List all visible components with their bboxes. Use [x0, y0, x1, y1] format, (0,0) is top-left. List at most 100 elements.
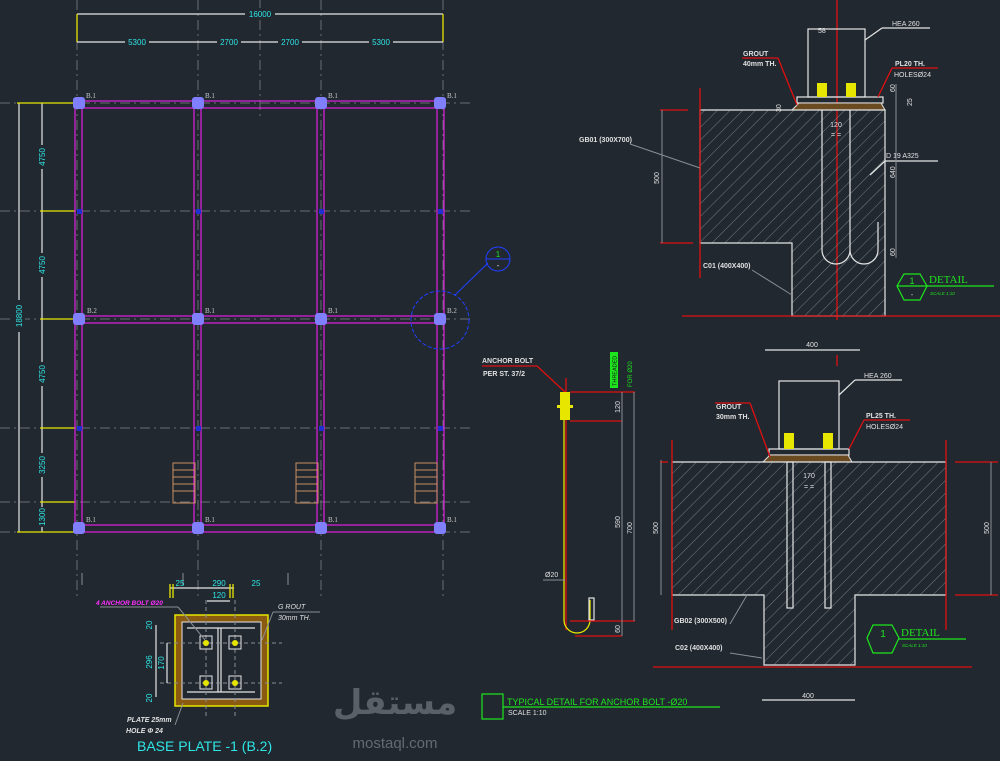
- bolt-diameter: Ø20: [545, 572, 558, 579]
- dim-20: 20: [145, 620, 154, 629]
- columns: [73, 97, 446, 534]
- dim-590: 590: [615, 516, 622, 528]
- dim-640: 640: [890, 166, 897, 178]
- top-dimensions: 16000 5300 2700 2700 5300: [76, 8, 444, 48]
- dim-58: 58: [818, 28, 826, 35]
- equal-marks: = =: [804, 484, 814, 491]
- dim-296: 296: [145, 655, 154, 669]
- dim-total-width: 16000: [249, 10, 272, 19]
- detail-1-bottom: HEA 260 170 = = 500 500 GROUT 30mm TH. P…: [653, 355, 998, 701]
- anchor-bolt-label: ANCHOR BOLT: [482, 358, 534, 365]
- dim-20: 20: [145, 693, 154, 702]
- left-dimensions: 18800 4750 4750 4750 3250 1300: [13, 102, 75, 533]
- dim-700: 700: [627, 522, 634, 534]
- detail-number: 1: [909, 276, 914, 286]
- grout-thickness: 40mm TH.: [743, 61, 777, 68]
- detail-callout[interactable]: 1 -: [410, 246, 511, 350]
- plate-holes: HOLESØ24: [866, 424, 903, 431]
- grout-thickness: 30mm TH.: [278, 615, 311, 622]
- column-labels: B.1 B.1 B.1 B.1 B.2 B.1 B.1 B.2 B.1 B.1 …: [86, 92, 457, 524]
- column-label: B.2: [447, 307, 457, 315]
- typical-detail-title: TYPICAL DETAIL FOR ANCHOR BOLT -Ø20 SCAL…: [481, 693, 720, 720]
- dim-60: 60: [890, 248, 897, 256]
- dim-span: 2700: [281, 38, 299, 47]
- grout-label: GROUT: [716, 404, 742, 411]
- dim-span: 2700: [220, 38, 238, 47]
- column-section-label: HEA 260: [864, 373, 892, 380]
- pedestal-label: GB01 (300X700): [579, 137, 632, 144]
- dim-500: 500: [984, 522, 991, 534]
- detail-sheet: -: [911, 292, 914, 299]
- plate-holes: HOLE Φ 24: [126, 728, 163, 735]
- dim-60: 60: [890, 84, 897, 92]
- dim-170: 170: [803, 473, 815, 480]
- column-label: B.1: [328, 92, 338, 100]
- stairs: [172, 462, 438, 504]
- detail-1-top: HEA 260 58 500 120 = = GROUT 40mm TH. PL…: [579, 0, 1000, 351]
- column-below-label: C01 (400X400): [703, 263, 750, 270]
- dim-span: 4750: [38, 148, 47, 166]
- dim-170: 170: [157, 656, 166, 670]
- floor-plan: 16000 5300 2700 2700 5300 18800 4750 475…: [0, 0, 511, 600]
- pedestal-label: GB02 (300X500): [674, 618, 727, 625]
- typical-detail-scale: SCALE 1:10: [508, 710, 547, 717]
- anchor-bolt-spec: PER ST. 37/2: [483, 371, 525, 378]
- detail-marker: 1 DETAIL SCALE 1:10: [866, 624, 966, 654]
- column-label: B.1: [86, 516, 96, 524]
- dim-400: 400: [806, 342, 818, 349]
- detail-marker: 1 - DETAIL SCALE 1:10: [896, 273, 994, 301]
- column-label: B.2: [87, 307, 97, 315]
- detail-scale: SCALE 1:10: [930, 291, 955, 296]
- column-label: B.1: [447, 516, 457, 524]
- dim-total-height: 18800: [15, 304, 24, 327]
- beams: [74, 100, 445, 533]
- callout-number: 1: [496, 250, 501, 259]
- column-below-label: C02 (400X400): [675, 645, 722, 652]
- detail-scale: SCALE 1:10: [902, 643, 927, 648]
- column-label: B.1: [86, 92, 96, 100]
- dim-400: 400: [802, 693, 814, 700]
- grout-label: GROUT: [743, 51, 769, 58]
- dim-span: 4750: [38, 256, 47, 274]
- dim-60: 60: [615, 625, 622, 633]
- grout-thickness: 30mm TH.: [716, 414, 750, 421]
- column-label: B.1: [205, 92, 215, 100]
- detail-title: DETAIL: [929, 274, 968, 286]
- plate-holes: HOLESØ24: [894, 72, 931, 79]
- dim-120: 120: [615, 401, 622, 413]
- watermark-latin: mostaql.com: [352, 735, 437, 752]
- dim-25: 25: [252, 579, 261, 588]
- thread-size-label: FOR Ø20: [628, 361, 634, 387]
- dim-span: 1300: [38, 508, 47, 526]
- plate-label: PL25 TH.: [866, 413, 896, 420]
- detail-number: 1: [880, 629, 886, 640]
- plate-label: PL20 TH.: [895, 61, 925, 68]
- callout-sheet: -: [497, 261, 500, 270]
- column-label: B.1: [328, 307, 338, 315]
- grid-lines: [0, 0, 470, 600]
- watermark-arabic: مستقل: [333, 683, 457, 723]
- anchor-bolt-detail: ANCHOR BOLT PER ST. 37/2 THREADED FOR Ø2…: [482, 352, 662, 637]
- dim-span: 5300: [128, 38, 146, 47]
- dim-span: 5300: [372, 38, 390, 47]
- column-section-label: HEA 260: [892, 21, 920, 28]
- mostaql-watermark: مستقل mostaql.com: [333, 683, 457, 752]
- column-label: B.1: [205, 307, 215, 315]
- grout-label: G ROUT: [278, 604, 306, 611]
- bolt-label: D 19 A325: [886, 153, 919, 160]
- base-plate-detail: 25 290 25 120 20 296 20 170 4 ANCHOR BOL…: [81, 573, 320, 754]
- dim-120: 120: [830, 122, 842, 129]
- dim-120: 120: [212, 591, 226, 600]
- dim-span: 4750: [38, 365, 47, 383]
- plate-thickness: PLATE 25mm: [127, 717, 172, 724]
- dim-25: 25: [907, 98, 914, 106]
- dim-30: 30: [776, 104, 783, 112]
- detail-title: DETAIL: [901, 627, 940, 639]
- dim-500: 500: [653, 522, 660, 534]
- dim-25: 25: [176, 579, 185, 588]
- dim-290: 290: [212, 579, 226, 588]
- column-label: B.1: [205, 516, 215, 524]
- column-label: B.1: [328, 516, 338, 524]
- equal-marks: = =: [831, 132, 841, 139]
